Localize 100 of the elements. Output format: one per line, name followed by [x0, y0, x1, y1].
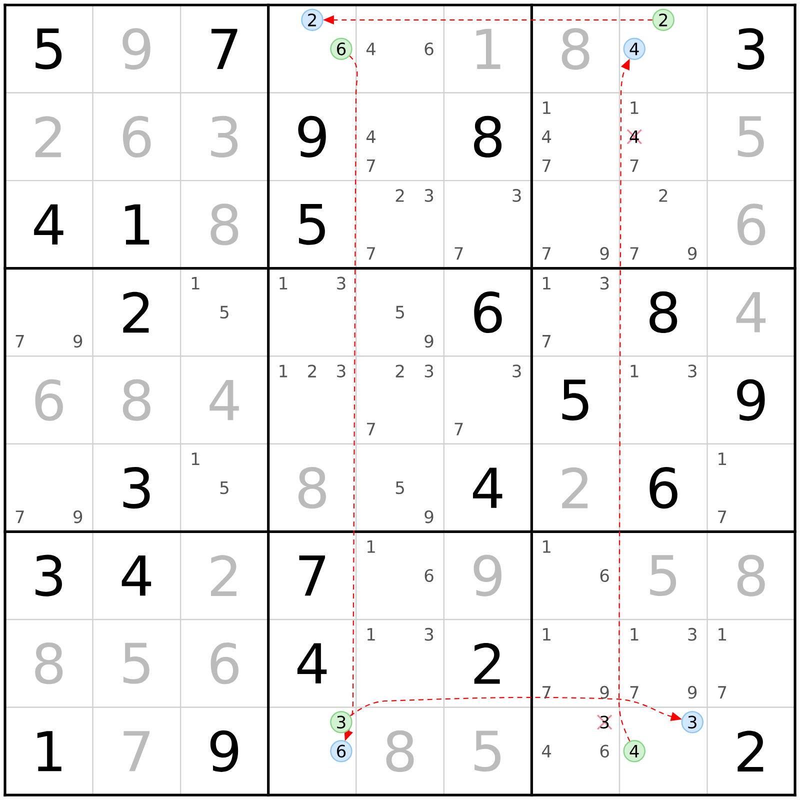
given-digit: 2 — [738, 730, 764, 772]
solved-digit: 5 — [123, 642, 150, 684]
candidate-digit: 6 — [424, 569, 434, 582]
candidate-digit: 1 — [718, 452, 726, 465]
solved-digit: 8 — [210, 204, 238, 246]
solved-digit: 7 — [124, 731, 150, 772]
candidate-digit: 9 — [74, 510, 82, 524]
given-digit: 3 — [36, 554, 62, 596]
solved-digit: 9 — [122, 28, 150, 70]
candidate-digit: 1 — [367, 628, 375, 641]
solved-digit: 8 — [298, 467, 326, 509]
given-digit: 3 — [123, 467, 150, 509]
candidate-digit: 1 — [280, 364, 288, 378]
given-digit: 9 — [298, 116, 326, 158]
eliminated-candidate: 3 — [596, 714, 612, 730]
eliminated-candidate: 4 — [626, 128, 642, 144]
candidate-digit: 1 — [192, 277, 200, 290]
candidate-digit: 5 — [396, 306, 404, 319]
given-digit: 7 — [299, 556, 326, 596]
candidate-digit: 1 — [718, 628, 726, 641]
candidate-digit: 3 — [424, 628, 434, 641]
solved-digit: 6 — [35, 379, 63, 421]
candidate-digit: 7 — [367, 247, 375, 260]
solved-digit: 8 — [35, 642, 63, 684]
solved-digit: 5 — [650, 555, 676, 596]
candidate-digit: 4 — [542, 744, 552, 758]
candidate-digit: 1 — [543, 277, 550, 290]
solved-digit: 8 — [386, 730, 414, 772]
candidate-digit: 7 — [718, 510, 726, 523]
candidate-digit: 9 — [600, 686, 609, 699]
candidate-digit: 9 — [424, 510, 434, 524]
candidate-digit: 7 — [542, 247, 551, 260]
solved-digit: 6 — [123, 116, 151, 158]
candidate-digit: 1 — [630, 364, 638, 378]
solved-digit: 8 — [737, 554, 765, 596]
given-digit: 3 — [738, 28, 764, 70]
solved-digit: 1 — [476, 28, 500, 69]
given-digit: 6 — [650, 467, 678, 509]
solved-digit: 8 — [122, 379, 150, 421]
candidate-digit: 9 — [424, 334, 434, 348]
candidate-digit: 1 — [543, 540, 550, 553]
candidate-digit: 3 — [688, 364, 696, 378]
candidate-digit: 1 — [280, 277, 288, 290]
candidate-digit: 7 — [630, 159, 638, 172]
candidate-digit: 7 — [630, 686, 638, 699]
candidate-digit: 7 — [367, 422, 375, 436]
candidate-digit: 9 — [600, 247, 609, 260]
candidate-digit: 7 — [454, 422, 463, 436]
given-digit: 4 — [122, 556, 152, 596]
candidate-digit: 7 — [718, 686, 726, 699]
candidate-digit: 1 — [192, 452, 200, 465]
candidate-digit: 7 — [542, 686, 551, 699]
candidate-digit: 7 — [454, 247, 463, 260]
candidate-digit: 9 — [74, 334, 82, 348]
given-digit: 9 — [737, 379, 765, 421]
given-digit: 4 — [297, 643, 327, 684]
given-digit: 4 — [472, 468, 502, 508]
given-digit: 5 — [299, 204, 325, 245]
candidate-digit: 3 — [337, 364, 346, 378]
given-digit: 5 — [562, 380, 588, 420]
solved-digit: 6 — [210, 642, 238, 684]
candidate-digit: 6 — [600, 569, 609, 582]
candidate-digit: 3 — [600, 276, 609, 290]
candidate-digit: 4 — [542, 130, 552, 143]
candidate-digit: 4 — [366, 130, 376, 143]
solved-digit: 2 — [35, 116, 61, 158]
candidate-digit: 1 — [543, 101, 550, 114]
candidate-digit: 1 — [630, 628, 638, 641]
given-digit: 1 — [125, 204, 150, 244]
candidate-digit: 7 — [630, 247, 638, 260]
solved-digit: 5 — [738, 116, 764, 158]
candidate-digit: 3 — [337, 276, 346, 290]
candidate-digit: 6 — [424, 42, 434, 56]
given-digit: 2 — [123, 292, 149, 333]
solved-digit: 4 — [736, 292, 766, 332]
solved-digit: 3 — [211, 116, 238, 158]
candidate-digit: 9 — [688, 247, 697, 260]
solved-digit: 4 — [210, 380, 239, 420]
candidate-digit: 2 — [396, 189, 404, 202]
solved-digit: 6 — [737, 204, 766, 246]
solved-digit: 5 — [474, 730, 500, 772]
given-digit: 5 — [36, 28, 62, 70]
candidate-digit: 7 — [16, 510, 24, 523]
candidate-digit: 7 — [542, 159, 551, 172]
candidate-digit: 5 — [220, 481, 228, 494]
given-digit: 9 — [210, 730, 238, 772]
given-digit: 8 — [474, 116, 502, 158]
candidate-digit: 3 — [512, 364, 521, 378]
candidate-digit: 3 — [512, 189, 521, 202]
candidate-digit: 2 — [396, 364, 404, 378]
solved-digit: 2 — [210, 555, 236, 596]
candidate-digit: 2 — [659, 189, 668, 202]
candidate-digit: 5 — [396, 481, 404, 494]
candidate-digit: 3 — [424, 189, 434, 202]
candidate-digit: 3 — [688, 628, 696, 641]
given-digit: 7 — [211, 28, 238, 69]
candidate-digit: 1 — [630, 101, 638, 114]
solved-digit: 2 — [562, 467, 588, 508]
candidate-digit: 7 — [542, 335, 551, 348]
given-digit: 2 — [474, 642, 500, 684]
